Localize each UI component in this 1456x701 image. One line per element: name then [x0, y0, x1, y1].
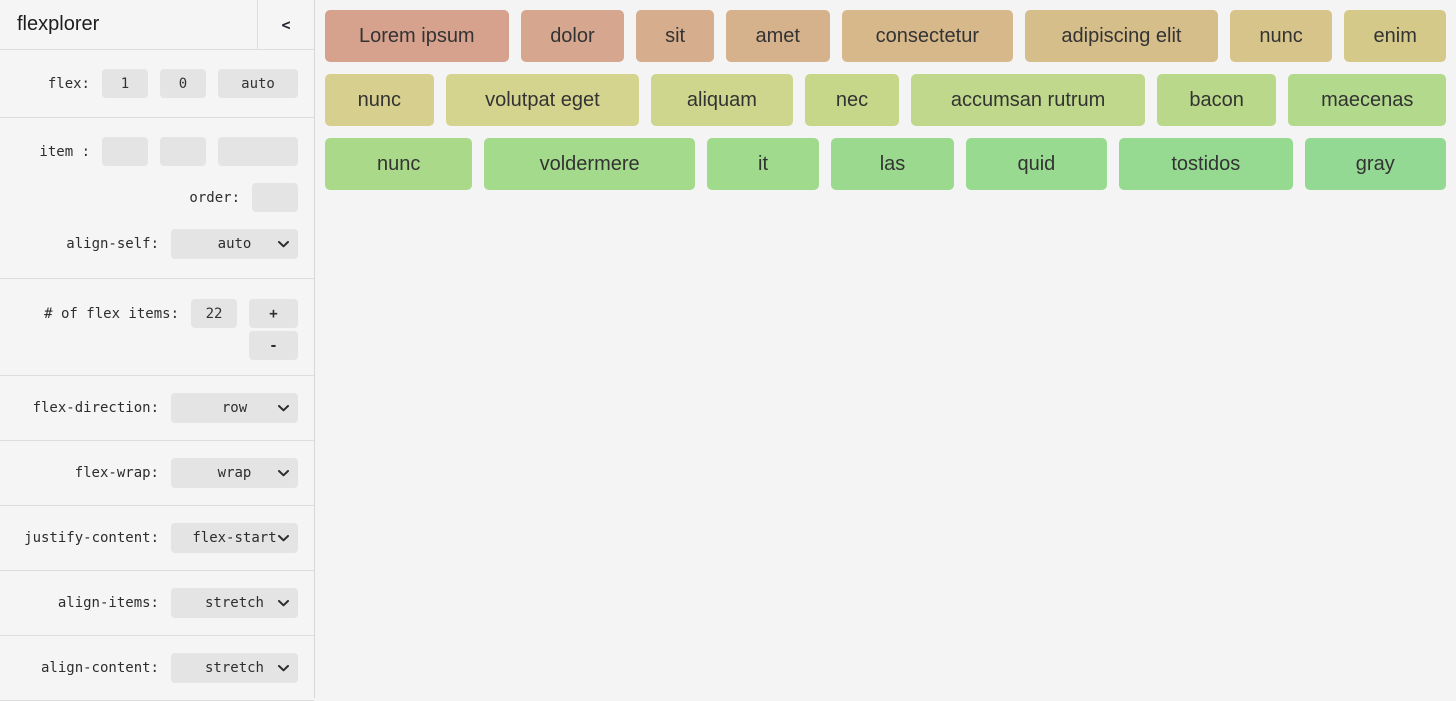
- flex-wrap-value: wrap: [217, 465, 252, 481]
- flex-item[interactable]: amet: [725, 10, 830, 62]
- flex-item[interactable]: Lorem ipsum: [325, 10, 509, 62]
- align-content-select[interactable]: stretch: [171, 653, 298, 683]
- flex-row: flex:: [16, 69, 298, 98]
- item-count-label: # of flex items:: [44, 305, 179, 322]
- align-items-label: align-items:: [57, 595, 159, 611]
- flex-item[interactable]: sit: [636, 10, 714, 62]
- chevron-left-icon: <: [281, 15, 291, 34]
- flex-item[interactable]: maecenas: [1288, 74, 1447, 126]
- flex-item[interactable]: gray: [1304, 138, 1446, 190]
- chevron-down-icon: [278, 535, 289, 542]
- flex-item[interactable]: consectetur: [841, 10, 1014, 62]
- item-section: item : order: align-self: auto: [0, 118, 314, 279]
- sidebar: flexplorer < flex: item : order:: [0, 0, 315, 701]
- align-self-label: align-self:: [66, 236, 159, 252]
- flex-direction-value: row: [221, 400, 248, 416]
- item-flex-shrink-input[interactable]: [160, 137, 206, 166]
- flex-direction-label: flex-direction:: [32, 400, 159, 416]
- flex-item[interactable]: accumsan rutrum: [911, 74, 1145, 126]
- align-self-row: align-self: auto: [16, 229, 298, 259]
- flex-label: flex:: [47, 75, 90, 92]
- flex-shorthand-section: flex:: [0, 50, 314, 118]
- flex-basis-input[interactable]: [218, 69, 298, 98]
- flex-item[interactable]: quid: [965, 138, 1108, 190]
- chevron-down-icon: [278, 600, 289, 607]
- item-count-section: # of flex items: + -: [0, 279, 314, 376]
- order-row: order:: [16, 183, 298, 212]
- justify-content-section: justify-content: flex-start: [0, 506, 314, 571]
- align-content-label: align-content:: [40, 660, 159, 676]
- item-count-row: # of flex items: +: [16, 299, 298, 328]
- align-self-select[interactable]: auto: [171, 229, 298, 259]
- sidebar-collapse-button[interactable]: <: [257, 0, 314, 49]
- flex-item[interactable]: aliquam: [651, 74, 793, 126]
- chevron-down-icon: [278, 470, 289, 477]
- item-flex-grow-input[interactable]: [102, 137, 148, 166]
- flex-item[interactable]: nunc: [325, 138, 473, 190]
- justify-content-select[interactable]: flex-start: [171, 523, 298, 553]
- item-label: item :: [39, 143, 90, 160]
- flex-grow-input[interactable]: [102, 69, 148, 98]
- item-count-minus-row: -: [16, 331, 298, 360]
- flex-item[interactable]: it: [706, 138, 820, 190]
- item-count-input[interactable]: [191, 299, 237, 328]
- flex-item[interactable]: enim: [1344, 10, 1446, 62]
- flex-item[interactable]: dolor: [520, 10, 625, 62]
- order-input[interactable]: [252, 183, 298, 212]
- flex-item[interactable]: tostidos: [1119, 138, 1293, 190]
- align-content-value: stretch: [204, 660, 264, 676]
- flex-item[interactable]: nunc: [1229, 10, 1333, 62]
- flex-item[interactable]: nunc: [325, 74, 434, 126]
- chevron-down-icon: [278, 241, 289, 248]
- flex-wrap-label: flex-wrap:: [74, 465, 159, 481]
- item-flex-basis-input[interactable]: [218, 137, 298, 166]
- add-item-button[interactable]: +: [249, 299, 298, 328]
- align-items-select[interactable]: stretch: [171, 588, 298, 618]
- item-row: item :: [16, 137, 298, 166]
- remove-item-button[interactable]: -: [249, 331, 298, 360]
- justify-content-label: justify-content:: [24, 530, 159, 546]
- flex-direction-select[interactable]: row: [171, 393, 298, 423]
- justify-content-value: flex-start: [192, 530, 277, 546]
- flex-item[interactable]: volutpat eget: [445, 74, 640, 126]
- align-content-section: align-content: stretch: [0, 636, 314, 701]
- flex-wrap-section: flex-wrap: wrap: [0, 441, 314, 506]
- flex-item[interactable]: las: [831, 138, 954, 190]
- sidebar-header: flexplorer <: [0, 0, 314, 50]
- order-label: order:: [189, 189, 240, 206]
- chevron-down-icon: [278, 665, 289, 672]
- flex-item[interactable]: voldermere: [484, 138, 695, 190]
- flex-item[interactable]: bacon: [1156, 74, 1277, 126]
- flex-shrink-input[interactable]: [160, 69, 206, 98]
- flex-item[interactable]: adipiscing elit: [1025, 10, 1218, 62]
- align-items-section: align-items: stretch: [0, 571, 314, 636]
- align-items-value: stretch: [204, 595, 264, 611]
- flex-wrap-select[interactable]: wrap: [171, 458, 298, 488]
- align-self-value: auto: [217, 236, 252, 252]
- flex-direction-section: flex-direction: row: [0, 376, 314, 441]
- app-title: flexplorer: [17, 13, 100, 35]
- chevron-down-icon: [278, 405, 289, 412]
- flex-item[interactable]: nec: [804, 74, 900, 126]
